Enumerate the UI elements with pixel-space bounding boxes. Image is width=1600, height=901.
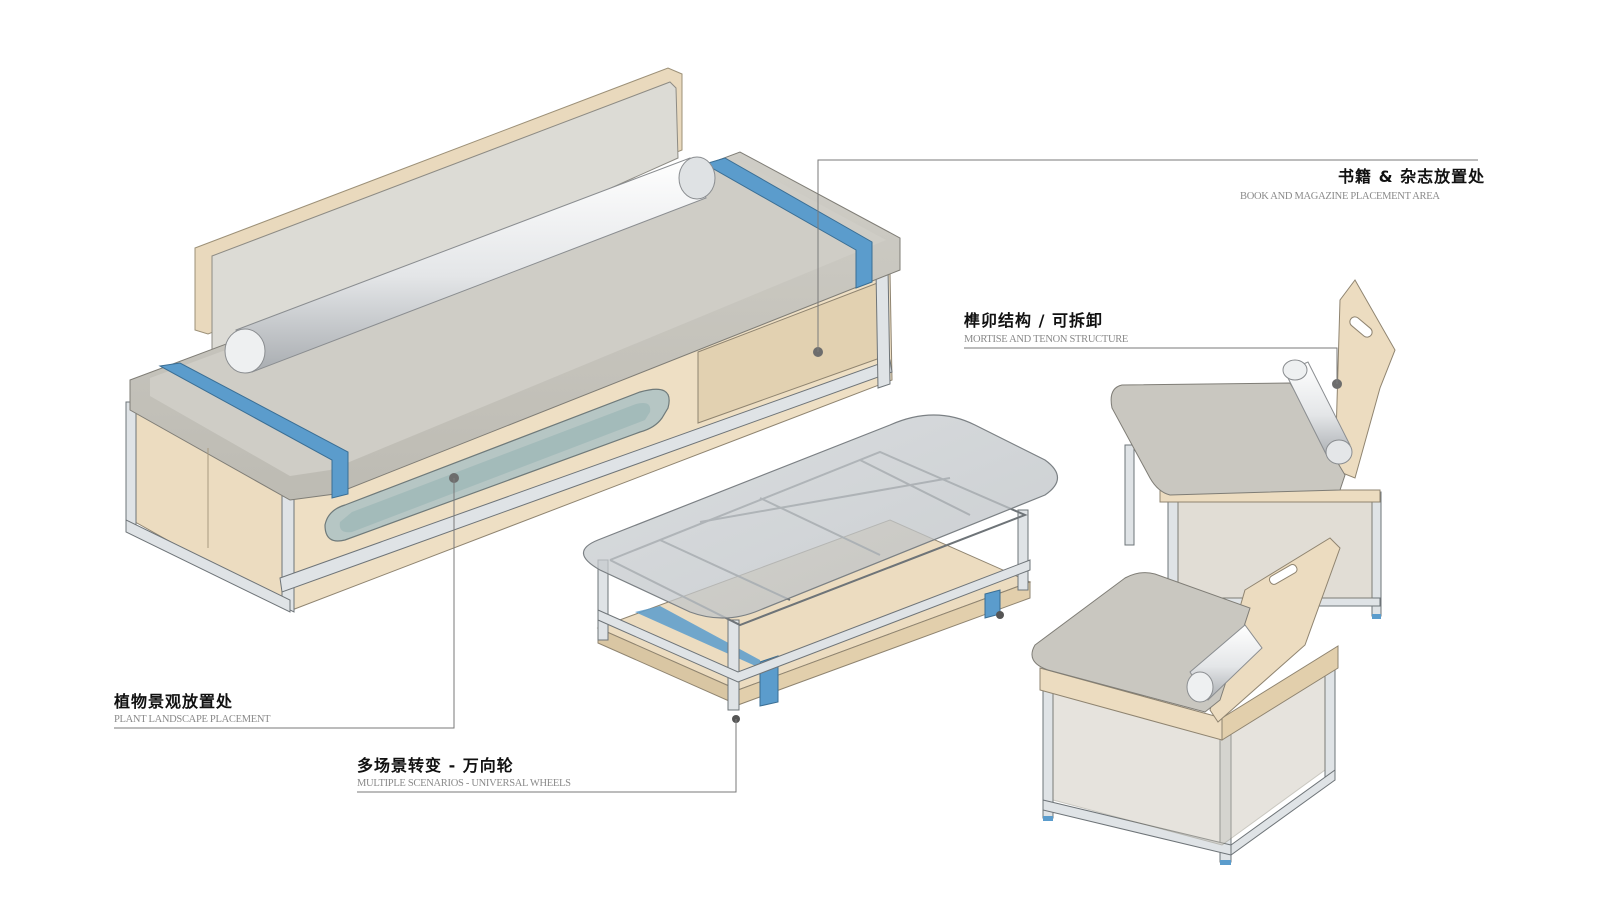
leader-book (817, 159, 1478, 352)
wheels-title: 多场景转变 - 万向轮 (357, 756, 514, 775)
leader-lines (114, 159, 1478, 793)
table-glass-top (582, 414, 1059, 619)
book-area-title: 书籍 & 杂志放置处 (1338, 167, 1486, 186)
chair-back (1110, 279, 1396, 617)
coffee-table (582, 414, 1059, 723)
sofa (125, 67, 901, 613)
mortise-subtitle: MORTISE AND TENON STRUCTURE (964, 334, 1129, 345)
sofa-aluminum-frame (125, 267, 893, 613)
chair-front-backrest (1209, 537, 1341, 723)
chair-back-seat (1110, 382, 1346, 496)
plant-trough-glass (339, 403, 651, 533)
leader-plant (114, 478, 455, 729)
leader-mortise (964, 347, 1338, 384)
wheels-subtitle: MULTIPLE SCENARIOS - UNIVERSAL WHEELS (357, 778, 571, 789)
chair-back-roll (1282, 359, 1353, 465)
plant-subtitle: PLANT LANDSCAPE PLACEMENT (114, 714, 271, 725)
plant-title: 植物景观放置处 (114, 692, 234, 711)
mortise-title: 榫卯结构 / 可拆卸 (964, 311, 1103, 330)
chair-front-roll (1186, 624, 1263, 703)
sofa-strap-right (703, 157, 873, 289)
book-area-subtitle: BOOK AND MAGAZINE PLACEMENT AREA (1240, 191, 1440, 202)
table-legs (597, 509, 1031, 711)
sofa-strap-left (158, 362, 349, 499)
leader-wheels (357, 719, 737, 793)
sofa-seat-top (150, 160, 886, 476)
chair-front (1031, 537, 1381, 865)
sofa-bolster (224, 156, 716, 374)
